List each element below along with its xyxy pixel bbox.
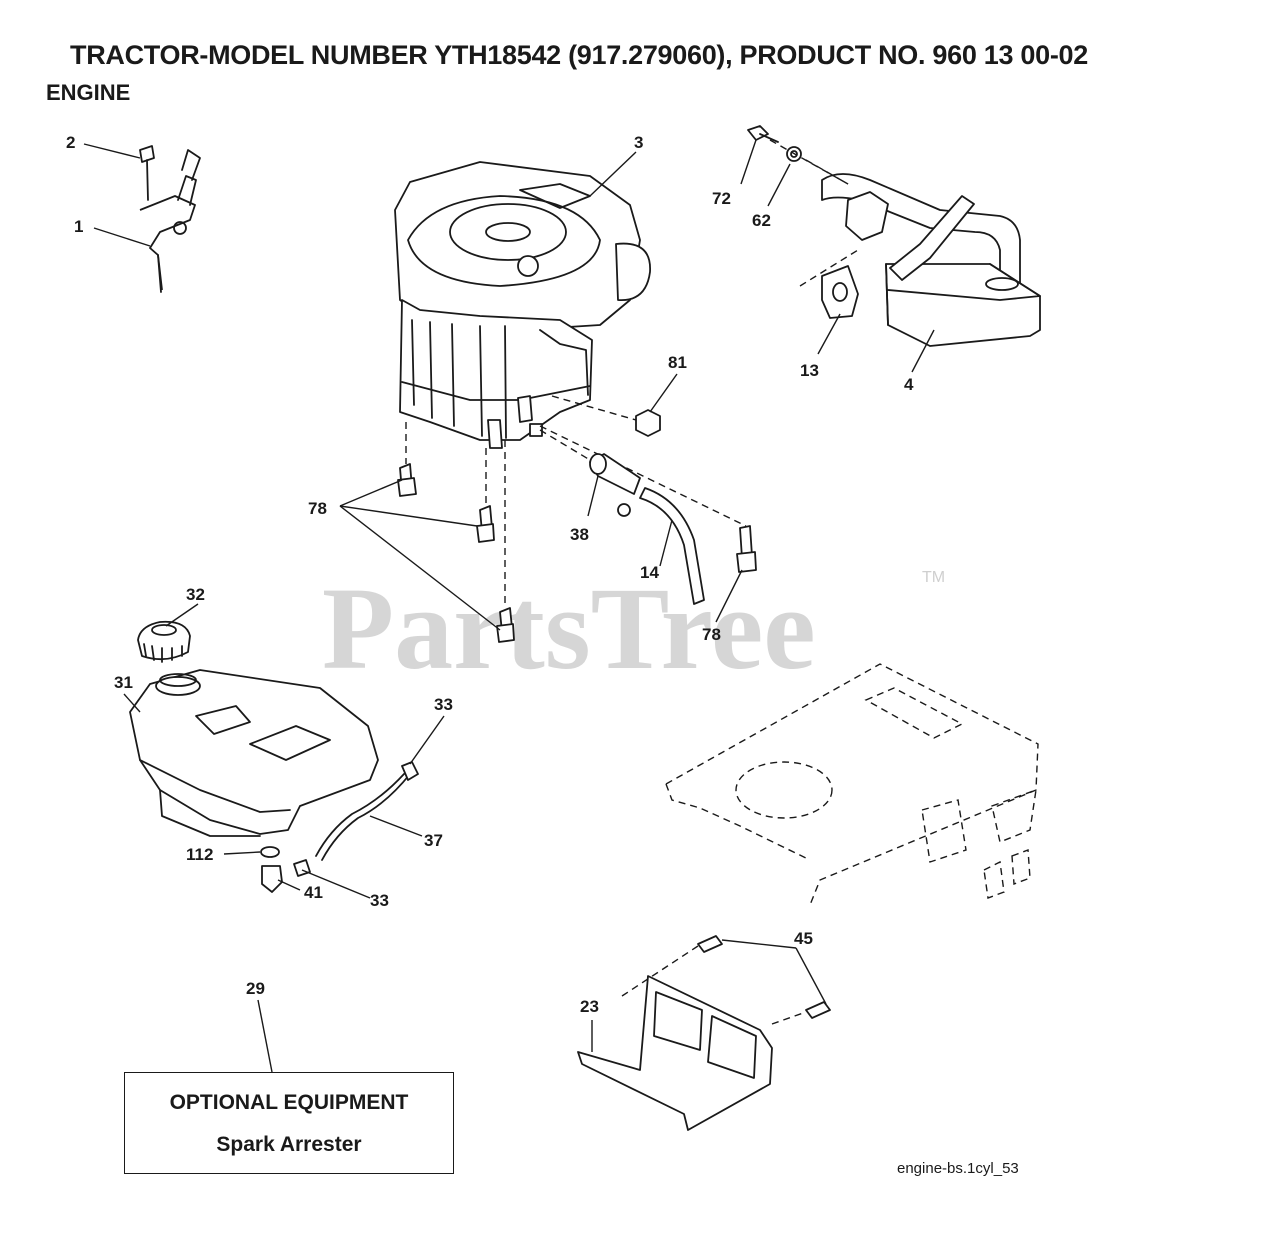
engine-assembly[interactable]: [394, 161, 651, 449]
callout-2: 2: [66, 133, 75, 152]
engine-mount-bolts[interactable]: [397, 463, 757, 643]
callout-41: 41: [304, 883, 323, 902]
callout-72: 72: [712, 189, 731, 208]
muffler-assembly[interactable]: [747, 125, 1041, 347]
page-title: TRACTOR-MODEL NUMBER YTH18542 (917.27906…: [70, 40, 1088, 70]
fuel-line-fittings[interactable]: [260, 761, 419, 893]
callout-1: 1: [74, 217, 83, 236]
callout-3: 3: [634, 133, 643, 152]
fuel-filter-and-hose[interactable]: [589, 453, 705, 605]
hex-nut-81[interactable]: [635, 409, 661, 437]
callout-31: 31: [114, 673, 133, 692]
callout-32: 32: [186, 585, 205, 604]
watermark-trademark: TM: [922, 569, 945, 586]
callout-112: 112: [186, 845, 213, 864]
callout-37: 37: [424, 831, 443, 850]
callout-29: 29: [246, 979, 265, 998]
callout-78-right: 78: [702, 625, 721, 644]
callout-78-left: 78: [308, 499, 327, 518]
callout-33-top: 33: [434, 695, 453, 714]
diagram-reference-code: engine-bs.1cyl_53: [897, 1160, 1019, 1177]
callout-45: 45: [794, 929, 813, 948]
optional-equipment-heading: OPTIONAL EQUIPMENT: [169, 1091, 409, 1114]
callout-62: 62: [752, 211, 771, 230]
throttle-control-assembly[interactable]: [139, 145, 201, 293]
callout-14: 14: [640, 563, 659, 582]
optional-equipment-box: OPTIONAL EQUIPMENT Spark Arrester: [124, 1072, 454, 1174]
watermark-text: PartsTree: [322, 563, 816, 694]
section-title: ENGINE: [46, 80, 131, 105]
chassis-frame-outline: [665, 663, 1039, 906]
callout-38: 38: [570, 525, 589, 544]
callout-23: 23: [580, 997, 599, 1016]
callout-13: 13: [800, 361, 819, 380]
leader-lines: [83, 139, 935, 1073]
callout-33-bottom: 33: [370, 891, 389, 910]
optional-equipment-item: Spark Arrester: [216, 1133, 362, 1156]
fuel-cap[interactable]: [137, 620, 191, 663]
callout-4: 4: [904, 375, 914, 394]
fuel-tank[interactable]: [129, 669, 379, 837]
heat-shield-and-screws[interactable]: [577, 935, 831, 1131]
callout-81: 81: [668, 353, 687, 372]
